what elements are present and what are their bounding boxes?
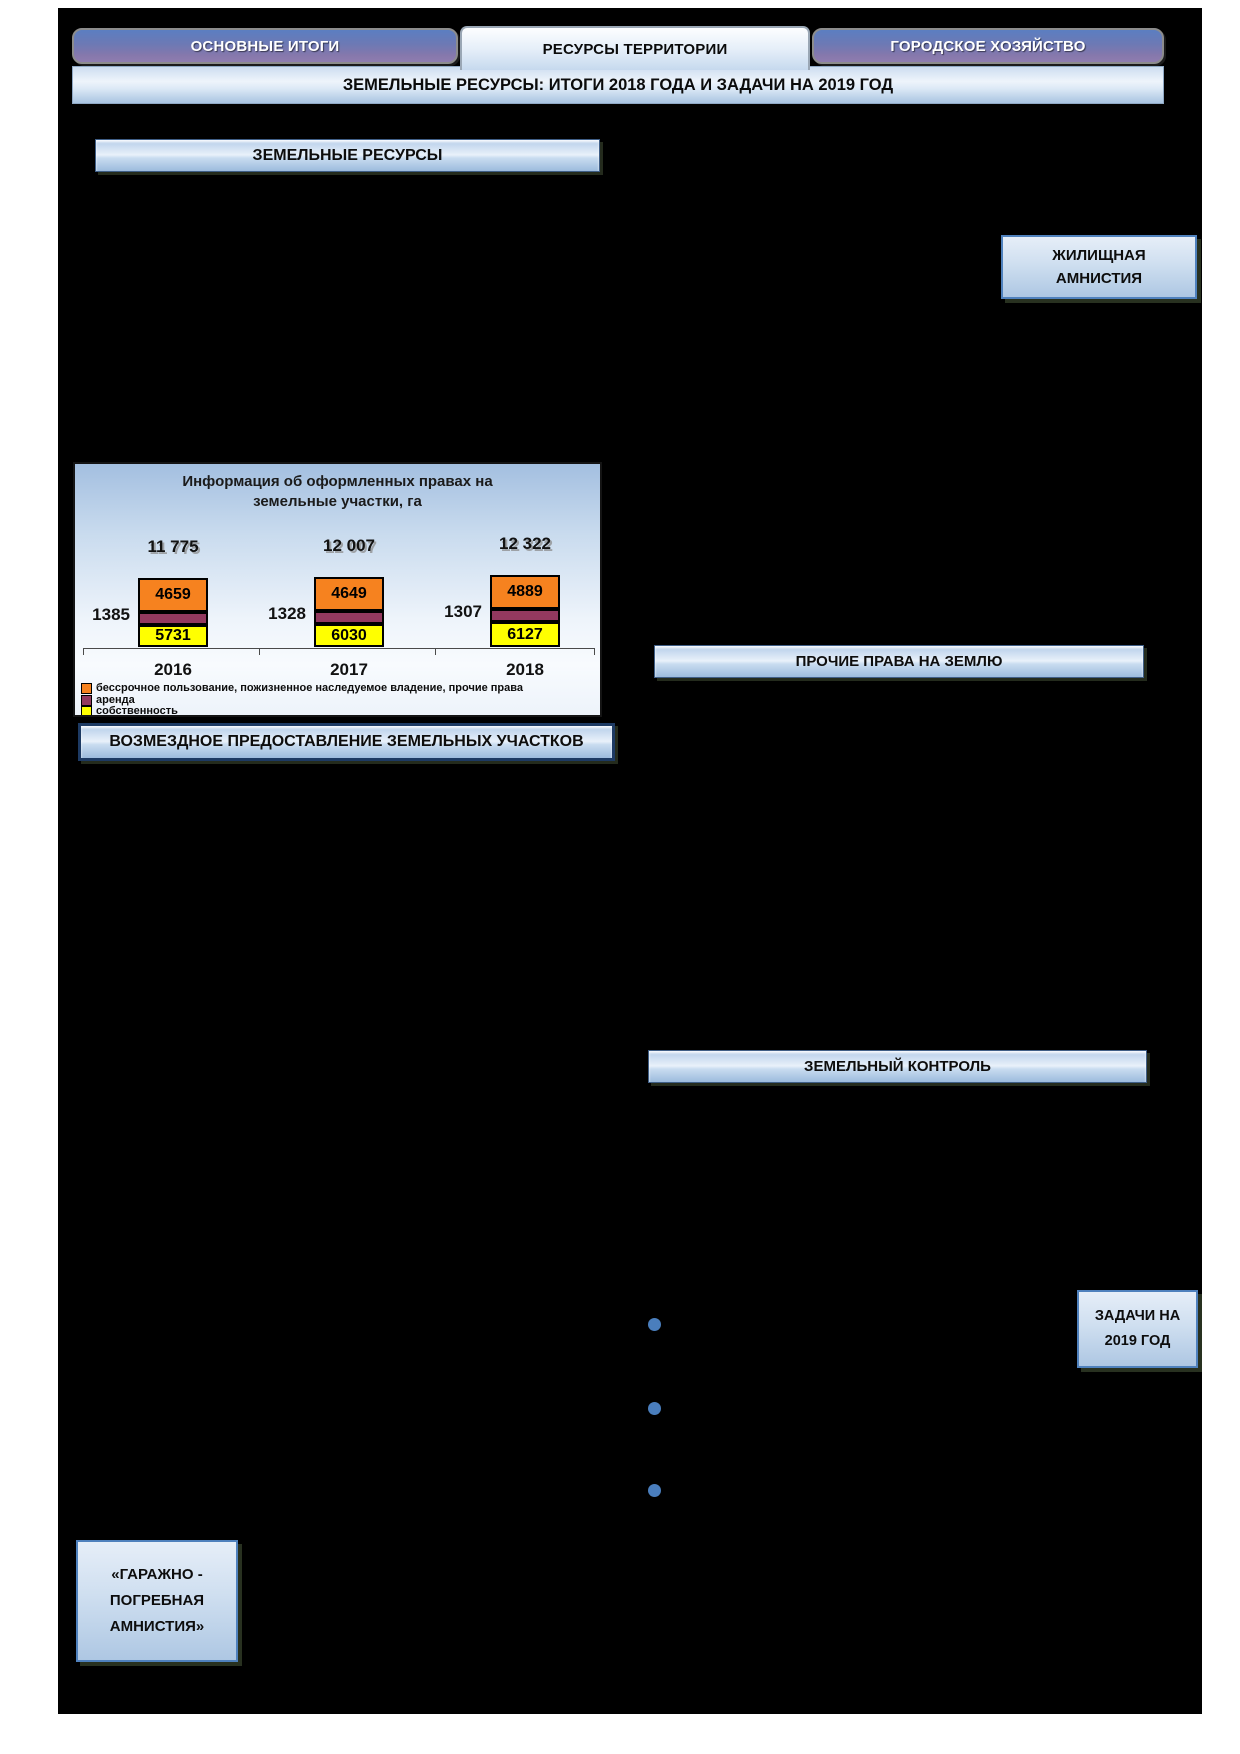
tab-main-results[interactable]: ОСНОВНЫЕ ИТОГИ (72, 28, 458, 64)
arenda-value-label: 1328 (268, 604, 306, 623)
bar-total-label: 11 775 (147, 537, 199, 556)
bar-total-label: 12 322 (499, 534, 551, 553)
axis-tick (83, 648, 84, 655)
bar-value-label: 4889 (507, 583, 543, 600)
bar-segment (138, 625, 208, 647)
bar-total-label: 12 007 (323, 536, 375, 555)
bullet-dot (648, 1484, 661, 1497)
tasks-2019-box: ЗАДАЧИ НА 2019 ГОД (1077, 1290, 1198, 1368)
bar-segment (314, 611, 384, 624)
garage-amnesty-box: «ГАРАЖНО - ПОГРЕБНАЯ АМНИСТИЯ» (76, 1540, 238, 1662)
section-header-paid-land-provision: ВОЗМЕЗДНОЕ ПРЕДОСТАВЛЕНИЕ ЗЕМЕЛЬНЫХ УЧАС… (78, 723, 615, 761)
legend-label: аренда (96, 693, 135, 706)
legend-swatch (81, 683, 92, 695)
category-label: 2017 (330, 660, 368, 679)
bar-segment (490, 609, 560, 622)
bar-value-label: 6127 (507, 625, 543, 643)
bullet-dot (648, 1318, 661, 1331)
bar-value-label: 5731 (155, 627, 191, 644)
bar-segment (138, 612, 208, 625)
legend-swatch (81, 694, 92, 706)
legend-swatch (81, 706, 92, 715)
category-label: 2018 (506, 660, 544, 679)
housing-amnesty-box: ЖИЛИЩНАЯ АМНИСТИЯ (1001, 235, 1197, 299)
axis-tick (259, 648, 260, 655)
chart-legend: бессрочное пользование, пожизненное насл… (81, 682, 523, 717)
legend-label: бессрочное пользование, пожизненное насл… (96, 682, 523, 694)
bar-segment (490, 575, 560, 609)
bullet-dot (648, 1402, 661, 1415)
section-header-land-control: ЗЕМЕЛЬНЫЙ КОНТРОЛЬ (648, 1050, 1147, 1083)
legend-item: аренда (81, 693, 523, 707)
legend-item: бессрочное пользование, пожизненное насл… (81, 682, 523, 695)
legend-label: собственность (96, 705, 178, 717)
section-header-other-land-rights: ПРОЧИЕ ПРАВА НА ЗЕМЛЮ (654, 645, 1144, 678)
legend-item: собственность (81, 705, 523, 717)
bar-value-label: 4649 (331, 585, 367, 602)
land-rights-chart: Информация об оформленных правах на земе… (73, 462, 602, 717)
bar-segment (138, 578, 208, 612)
chart-title: Информация об оформленных правах на земе… (182, 473, 493, 510)
bar-segment (314, 577, 384, 611)
bar-value-label: 6030 (331, 626, 367, 644)
tab-territory-resources[interactable]: РЕСУРСЫ ТЕРРИТОРИИ (460, 26, 810, 70)
section-header-land-resources: ЗЕМЕЛЬНЫЕ РЕСУРСЫ (95, 139, 600, 172)
category-label: 2016 (154, 660, 192, 679)
bar-segment (314, 624, 384, 647)
bar-segment (490, 622, 560, 647)
page-title: ЗЕМЕЛЬНЫЕ РЕСУРСЫ: ИТОГИ 2018 ГОДА И ЗАД… (72, 66, 1164, 104)
arenda-value-label: 1385 (92, 605, 130, 624)
arenda-value-label: 1307 (444, 602, 482, 621)
axis-tick (594, 648, 595, 655)
axis-tick (435, 648, 436, 655)
bar-value-label: 4659 (155, 586, 191, 603)
x-axis (83, 648, 595, 649)
tab-city-economy[interactable]: ГОРОДСКОЕ ХОЗЯЙСТВО (812, 28, 1164, 64)
